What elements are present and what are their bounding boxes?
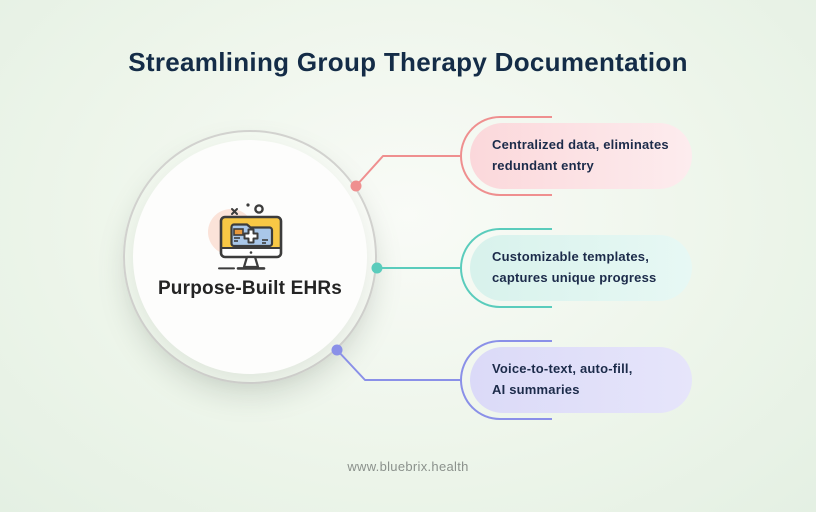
medical-cross-icon [243,228,259,244]
page-title: Streamlining Group Therapy Documentation [128,47,688,77]
callout-bracket-centralized-data [460,116,552,196]
callout-bracket-customizable-templates [460,228,552,308]
document-icon [233,228,244,236]
callout-text: Customizable templates, captures unique … [492,249,657,285]
connector-line-voice-to-text [336,349,460,381]
callout-bracket-voice-to-text [460,340,552,420]
monitor-stand [242,255,260,269]
sparkle-ring-icon [254,204,264,214]
callout-pill-customizable-templates: Customizable templates, captures unique … [470,235,692,301]
sparkle-dot-icon [246,203,250,207]
callout-pill-centralized-data: Centralized data, eliminates redundant e… [470,123,692,189]
callout-text: Centralized data, eliminates redundant e… [492,137,669,173]
callout-pill-voice-to-text: Voice-to-text, auto-fill, AI summaries [470,347,692,413]
center-circle: Purpose-Built EHRs [133,140,367,374]
connector-line-centralized-data [355,155,460,187]
sparkle-x-icon [231,208,238,215]
center-circle-ring [123,130,377,384]
callout-text: Voice-to-text, auto-fill, AI summaries [492,361,633,397]
center-circle-label: Purpose-Built EHRs [157,278,343,299]
website-url: www.bluebrix.health [347,459,469,474]
ehr-monitor-icon [208,203,283,270]
